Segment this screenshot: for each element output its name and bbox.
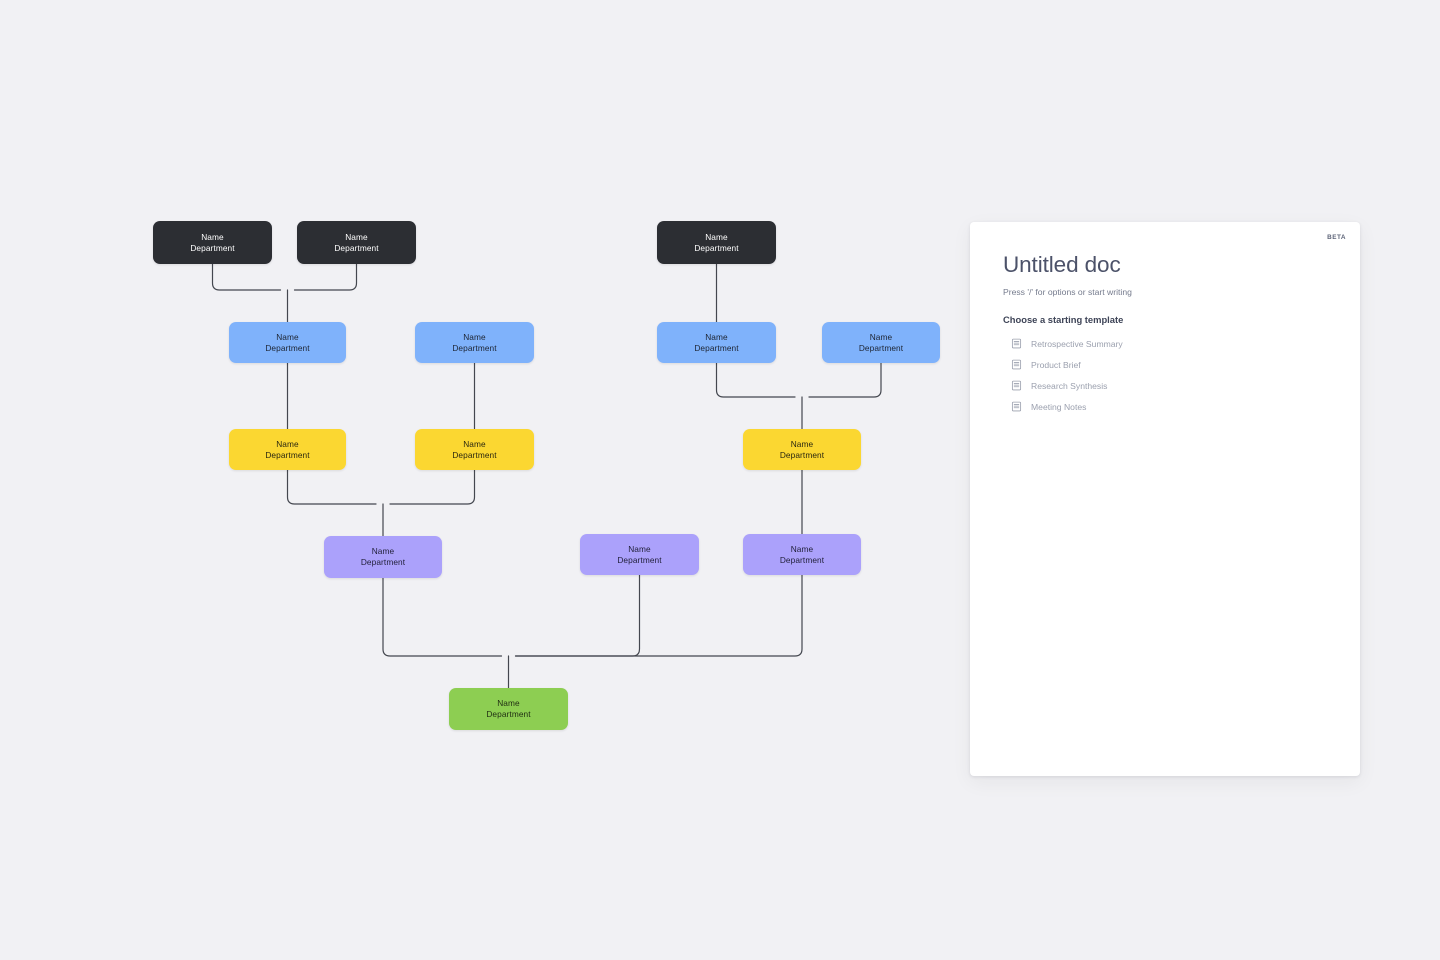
org-node-name: Name [705, 232, 728, 243]
org-node-name: Name [201, 232, 224, 243]
org-node-name: Name [628, 544, 651, 555]
document-body: Untitled doc Press '/' for options or st… [970, 222, 1360, 417]
document-icon [1011, 401, 1022, 412]
org-node-name: Name [276, 332, 299, 343]
template-label: Research Synthesis [1031, 381, 1107, 391]
org-node[interactable]: NameDepartment [324, 536, 442, 578]
org-node[interactable]: NameDepartment [822, 322, 940, 363]
connector-layer [0, 0, 960, 960]
org-node-name: Name [791, 439, 814, 450]
org-node-department: Department [452, 343, 496, 354]
org-node-department: Department [694, 243, 738, 254]
org-node-department: Department [859, 343, 903, 354]
org-node[interactable]: NameDepartment [743, 534, 861, 575]
org-node-department: Department [486, 709, 530, 720]
org-node[interactable]: NameDepartment [415, 322, 534, 363]
org-node[interactable]: NameDepartment [449, 688, 568, 730]
org-node-department: Department [265, 450, 309, 461]
org-node[interactable]: NameDepartment [229, 429, 346, 470]
template-label: Product Brief [1031, 360, 1081, 370]
org-node-department: Department [780, 555, 824, 566]
org-connector [295, 264, 357, 290]
org-node-department: Department [694, 343, 738, 354]
template-label: Retrospective Summary [1031, 339, 1123, 349]
template-list: Retrospective SummaryProduct BriefResear… [1003, 333, 1327, 417]
org-node-name: Name [463, 439, 486, 450]
org-connector [213, 264, 281, 290]
document-placeholder-hint: Press '/' for options or start writing [1003, 287, 1327, 297]
document-icon [1011, 359, 1022, 370]
org-node-name: Name [705, 332, 728, 343]
beta-badge: BETA [1327, 234, 1346, 241]
org-chart-canvas[interactable]: NameDepartmentNameDepartmentNameDepartme… [0, 0, 960, 960]
org-node-name: Name [463, 332, 486, 343]
template-list-item[interactable]: Research Synthesis [1003, 375, 1327, 396]
template-list-item[interactable]: Retrospective Summary [1003, 333, 1327, 354]
org-node-department: Department [361, 557, 405, 568]
document-title[interactable]: Untitled doc [1003, 252, 1327, 278]
template-section-heading: Choose a starting template [1003, 314, 1327, 325]
org-node-department: Department [617, 555, 661, 566]
org-node-name: Name [345, 232, 368, 243]
org-node-name: Name [791, 544, 814, 555]
org-node[interactable]: NameDepartment [229, 322, 346, 363]
org-connector [516, 575, 803, 656]
template-list-item[interactable]: Product Brief [1003, 354, 1327, 375]
org-node-name: Name [870, 332, 893, 343]
org-node-department: Department [334, 243, 378, 254]
org-node[interactable]: NameDepartment [657, 221, 776, 264]
org-node-name: Name [497, 698, 520, 709]
org-node[interactable]: NameDepartment [297, 221, 416, 264]
org-node-department: Department [265, 343, 309, 354]
org-node-department: Department [780, 450, 824, 461]
org-node[interactable]: NameDepartment [743, 429, 861, 470]
org-connector [809, 363, 881, 397]
template-label: Meeting Notes [1031, 402, 1086, 412]
org-node-name: Name [276, 439, 299, 450]
org-node-department: Department [190, 243, 234, 254]
org-connector [390, 470, 475, 504]
org-node[interactable]: NameDepartment [415, 429, 534, 470]
org-node-name: Name [372, 546, 395, 557]
org-node[interactable]: NameDepartment [153, 221, 272, 264]
org-connector [383, 578, 502, 656]
org-connector [516, 575, 640, 656]
org-connector [288, 470, 377, 504]
org-node[interactable]: NameDepartment [657, 322, 776, 363]
template-list-item[interactable]: Meeting Notes [1003, 396, 1327, 417]
document-icon [1011, 380, 1022, 391]
document-panel[interactable]: BETA Untitled doc Press '/' for options … [970, 222, 1360, 776]
document-icon [1011, 338, 1022, 349]
org-node[interactable]: NameDepartment [580, 534, 699, 575]
org-connector [717, 363, 796, 397]
org-node-department: Department [452, 450, 496, 461]
